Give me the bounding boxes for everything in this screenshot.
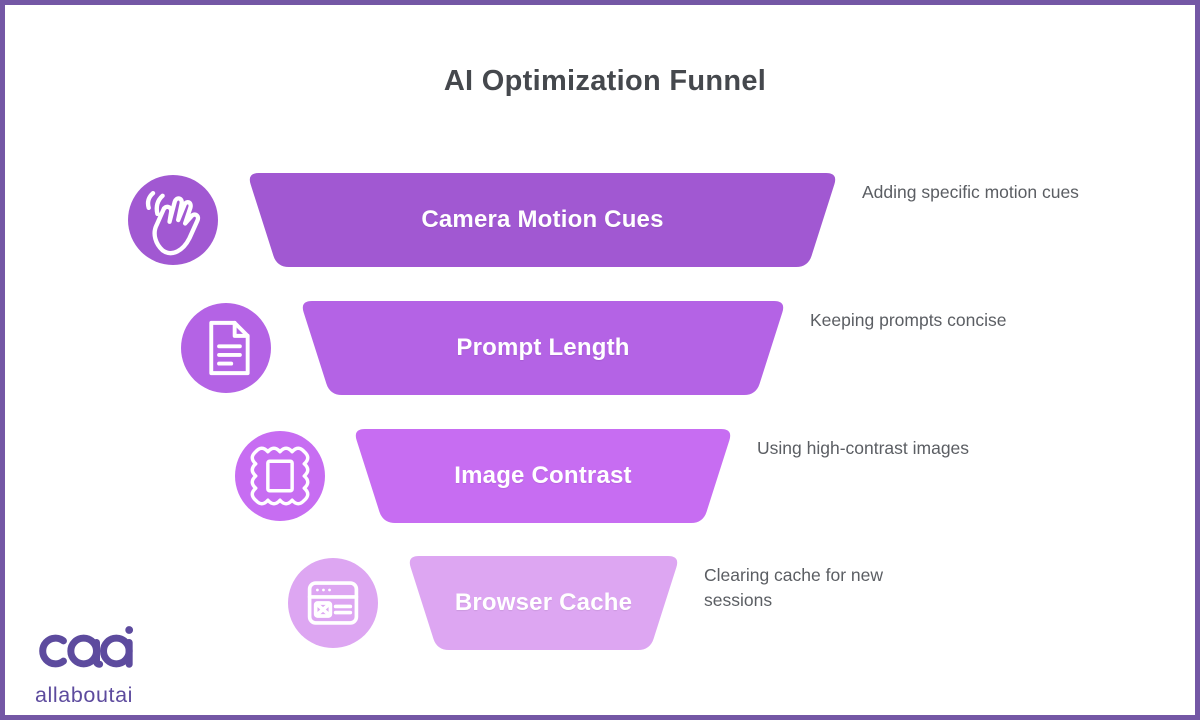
tier-description: Clearing cache for new sessions	[704, 565, 883, 610]
tier-label: Prompt Length	[456, 334, 630, 361]
funnel-tier-shape	[355, 429, 731, 523]
funnel-diagram: AI Optimization Funnel Camera Motion Cue…	[5, 5, 1195, 715]
document-icon	[181, 303, 271, 393]
funnel-tier-shape	[302, 301, 784, 395]
tier-label: Camera Motion Cues	[421, 206, 664, 233]
allaboutai-logo-icon	[39, 626, 134, 668]
allaboutai-logo: allaboutai	[35, 623, 137, 708]
waving-hand-icon	[128, 175, 218, 265]
page-title: AI Optimization Funnel	[443, 65, 767, 97]
tier-description: Using high-contrast images	[757, 438, 970, 458]
tier-label: Browser Cache	[454, 589, 633, 616]
funnel-tier-shape	[409, 556, 678, 650]
funnel-tier-shape	[249, 173, 836, 267]
tier-description: Keeping prompts concise	[810, 310, 1007, 330]
logo-brand-text: allaboutai	[35, 683, 134, 707]
tier-description: Adding specific motion cues	[862, 182, 1079, 202]
tier-label: Image Contrast	[454, 462, 632, 489]
stamp-image-icon	[235, 431, 325, 521]
browser-window-icon	[288, 558, 378, 648]
